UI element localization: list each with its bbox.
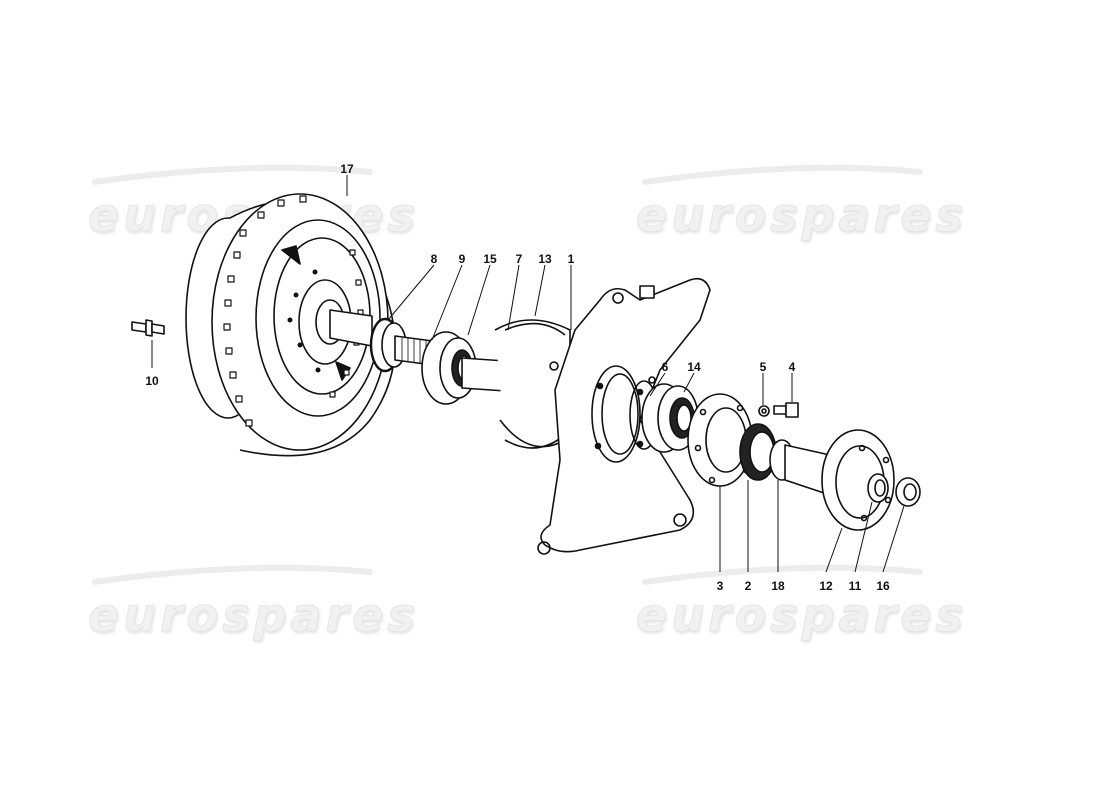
callout-3[interactable]: 3 [716,579,724,593]
callout-13[interactable]: 13 [538,252,552,266]
callout-14[interactable]: 14 [687,360,701,374]
callout-18[interactable]: 18 [771,579,785,593]
nut-5 [758,405,770,417]
callout-17[interactable]: 17 [340,162,354,176]
callout-4[interactable]: 4 [788,360,796,374]
hub-carrier-1 [537,277,711,555]
wheel-stud-10 [131,319,165,337]
callout-6[interactable]: 6 [661,360,669,374]
callout-7[interactable]: 7 [515,252,523,266]
hub-nut-16 [895,477,921,507]
dust-shield-13 [494,319,571,449]
callout-8[interactable]: 8 [430,252,438,266]
washer-11 [867,473,889,503]
callout-15[interactable]: 15 [483,252,497,266]
seal-2 [739,423,777,481]
callout-9[interactable]: 9 [458,252,466,266]
callout-11[interactable]: 11 [848,579,862,593]
callout-2[interactable]: 2 [744,579,752,593]
callout-10[interactable]: 10 [145,374,159,388]
callout-5[interactable]: 5 [759,360,767,374]
brake-disc-17 [185,193,396,457]
bearing-14 [641,383,699,453]
hub-flange-12 [784,429,895,531]
callout-12[interactable]: 12 [819,579,833,593]
leader-lines [151,175,905,573]
bolt-4 [773,402,799,418]
callout-1[interactable]: 1 [567,252,575,266]
callout-16[interactable]: 16 [876,579,890,593]
